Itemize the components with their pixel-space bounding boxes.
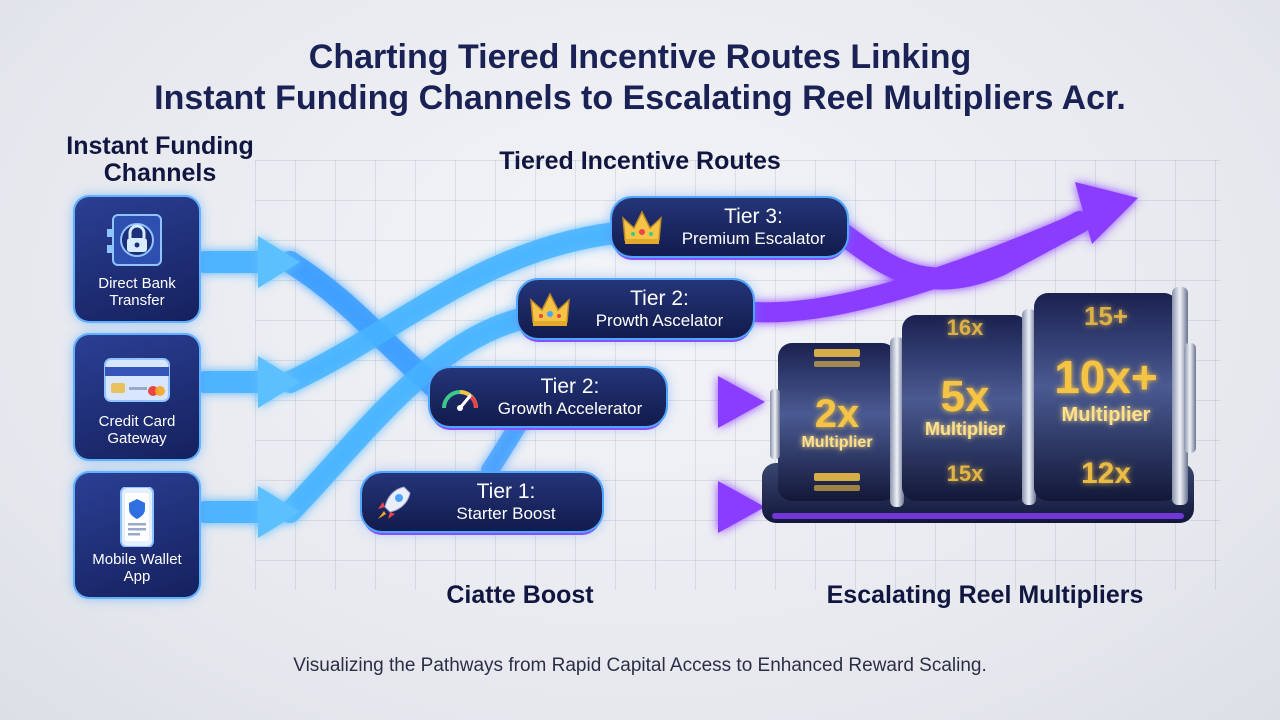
credit-card-icon xyxy=(104,358,170,402)
mobile-phone-icon xyxy=(120,487,154,547)
channel-label: Credit Card Gateway xyxy=(98,413,176,447)
flow-prowth-to-top xyxy=(745,212,1090,323)
reel-3 xyxy=(1034,287,1196,505)
flow-wallet-to-prowth xyxy=(279,307,536,523)
channel-label: Mobile Wallet App xyxy=(92,551,182,585)
tier-1-starter-boost[interactable]: Tier 1: Starter Boost xyxy=(362,473,602,531)
tier-number: Tier 3: xyxy=(724,205,783,228)
reel-2-value: 5x xyxy=(941,372,990,421)
crown-icon xyxy=(622,210,662,244)
tier-name: Prowth Ascelator xyxy=(595,311,724,330)
channel-label: Direct Bank Transfer xyxy=(98,275,176,309)
heading-tiered-incentive-routes: Tiered Incentive Routes xyxy=(499,147,781,175)
reel-3-label: Multiplier xyxy=(1062,404,1151,426)
arrowhead-growth xyxy=(718,376,765,428)
reel-3-bottom-value: 12x xyxy=(1081,457,1131,490)
reel-2-top-value: 16x xyxy=(947,315,984,340)
page-title-line-1: Charting Tiered Incentive Routes Linking xyxy=(308,38,972,76)
arrowhead-starter xyxy=(718,481,765,533)
reel-3-value: 10x+ xyxy=(1054,351,1158,403)
channel-direct-bank-transfer[interactable]: Direct Bank Transfer xyxy=(75,197,199,321)
tier-number: Tier 1: xyxy=(476,480,536,503)
tier-number: Tier 2: xyxy=(540,375,600,398)
tier-name: Premium Escalator xyxy=(681,229,826,248)
heading-ciatte-boost: Ciatte Boost xyxy=(446,581,594,609)
bank-vault-lock-icon xyxy=(107,214,162,266)
tier-2-prowth-ascelator[interactable]: Tier 2: Prowth Ascelator xyxy=(518,280,753,338)
crown-icon xyxy=(530,292,570,326)
tier-3-premium-escalator[interactable]: Tier 3: Premium Escalator xyxy=(612,198,847,256)
channel-credit-card-gateway[interactable]: Credit Card Gateway xyxy=(75,335,199,459)
arrowhead-card xyxy=(258,356,300,408)
tier-number: Tier 2: xyxy=(630,287,689,310)
heading-instant-funding-channels: Instant Funding Channels xyxy=(66,132,254,187)
rocket-icon xyxy=(378,486,411,519)
reel-2-label: Multiplier xyxy=(925,419,1005,439)
heading-escalating-reel-multipliers: Escalating Reel Multipliers xyxy=(826,581,1144,609)
channel-mobile-wallet-app[interactable]: Mobile Wallet App xyxy=(75,473,199,597)
speedometer-icon xyxy=(442,390,478,411)
arrowhead-wallet xyxy=(258,486,300,538)
flow-card-to-premium xyxy=(279,222,626,393)
reel-2 xyxy=(902,309,1036,505)
reel-1-label: Multiplier xyxy=(801,434,872,451)
reel-2-bottom-value: 15x xyxy=(947,461,984,486)
arrowhead-top xyxy=(1075,182,1138,244)
page-title-line-2: Instant Funding Channels to Escalating R… xyxy=(154,79,1126,117)
reel-1-value: 2x xyxy=(815,392,860,436)
reel-1 xyxy=(770,337,904,507)
tier-name: Growth Accelerator xyxy=(497,399,643,418)
page-caption: Visualizing the Pathways from Rapid Capi… xyxy=(293,655,987,676)
reel-multiplier-machine: 2x Multiplier 16x 5x Multiplier 15x 15+ … xyxy=(762,287,1196,523)
tier-name: Starter Boost xyxy=(456,504,556,523)
reel-3-top-value: 15+ xyxy=(1084,301,1128,331)
tier-2-growth-accelerator[interactable]: Tier 2: Growth Accelerator xyxy=(430,368,666,426)
arrowhead-bank xyxy=(258,236,300,288)
